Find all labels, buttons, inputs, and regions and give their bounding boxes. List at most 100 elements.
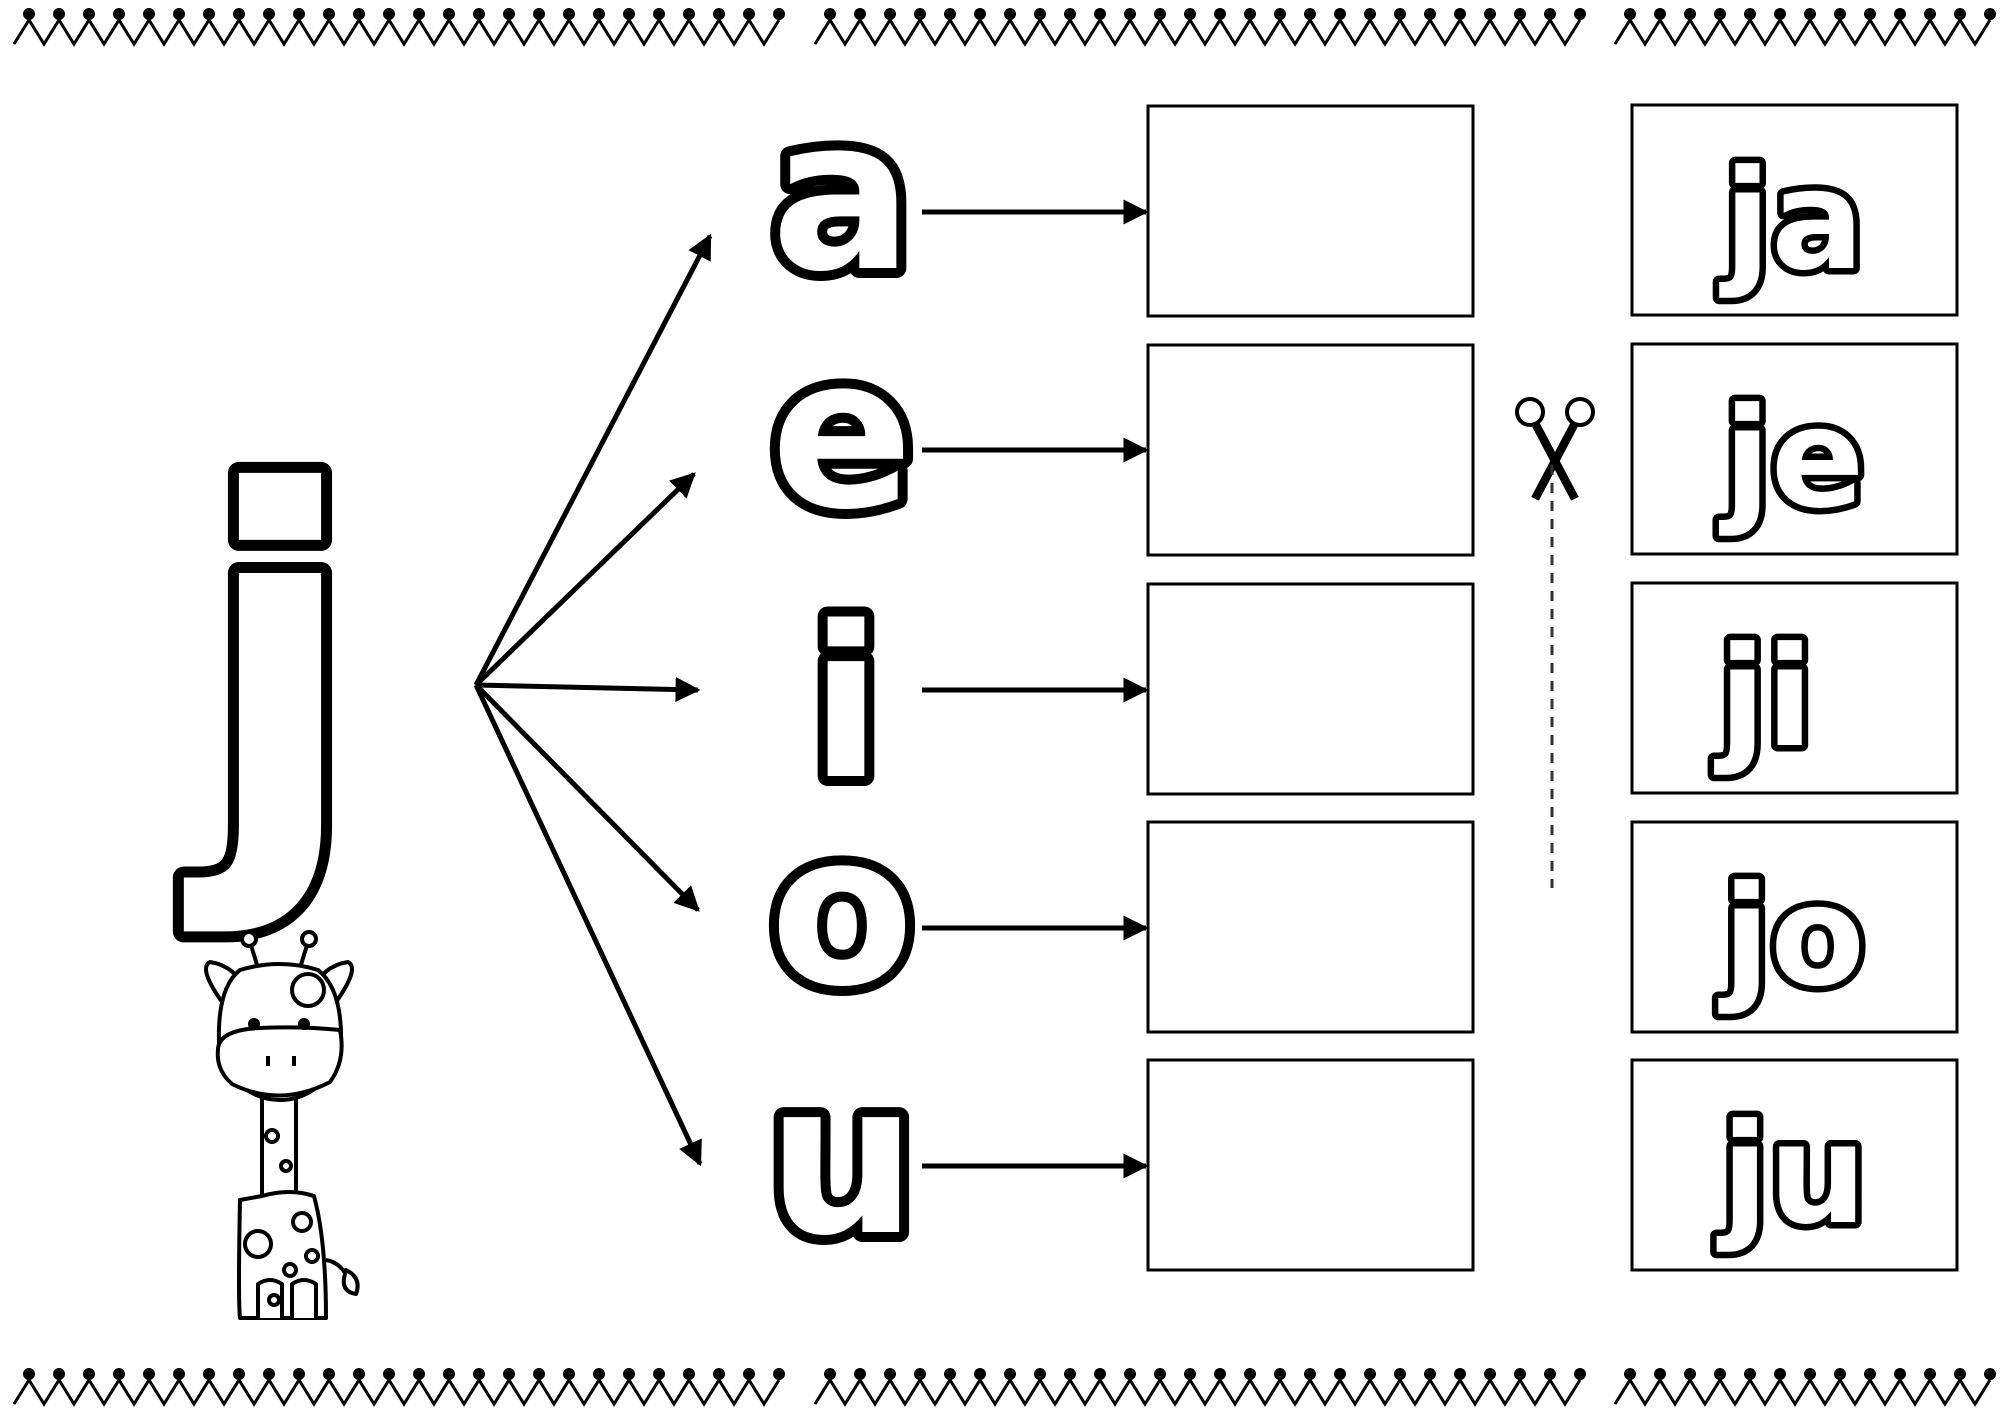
border-dot [1454,8,1466,20]
border-dot [1744,1368,1756,1380]
border-dot [1714,8,1726,20]
border-dot [23,1368,35,1380]
border-dot [914,8,926,20]
main-letter: j [177,394,360,941]
border-dot [944,1368,956,1380]
border-dot [914,1368,926,1380]
border-dot [533,1368,545,1380]
border-dot [1834,8,1846,20]
border-dot [413,8,425,20]
border-dot [1684,1368,1696,1380]
border-dot [1364,8,1376,20]
border-dot [443,1368,455,1380]
border-dot [653,8,665,20]
border-dot [1184,8,1196,20]
border-dot [1744,8,1756,20]
border-dot [1624,8,1636,20]
border-dot [1774,8,1786,20]
border-dot [113,1368,125,1380]
zigzag-line [813,17,1582,47]
fan-arrows [473,233,713,1167]
border-dot [1154,1368,1166,1380]
border-dot [1094,8,1106,20]
border-dot [974,1368,986,1380]
answer-box-a[interactable] [1146,104,1475,318]
border-dot [623,1368,635,1380]
syllable-card-ja[interactable] [1630,103,1959,317]
border-dot [1484,8,1496,20]
border-dot [1244,8,1256,20]
border-dot [773,1368,785,1380]
border-dot [1924,1368,1936,1380]
border-dot [1954,8,1966,20]
border-dot [1424,1368,1436,1380]
border-dot [293,8,305,20]
border-dot [1984,8,1996,20]
answer-box-e[interactable] [1146,343,1475,557]
border-dot [1274,1368,1286,1380]
border-dot [1574,8,1586,20]
border-dot [143,8,155,20]
vowel-u: u [767,1037,917,1282]
border-dot [203,1368,215,1380]
border-dot [1394,1368,1406,1380]
border-dot [293,1368,305,1380]
border-dot [1544,8,1556,20]
border-dot [1034,1368,1046,1380]
border-dot [1334,1368,1346,1380]
border-dot [353,8,365,20]
border-dot [1304,1368,1316,1380]
border-dot [1624,1368,1636,1380]
border-dot [1804,8,1816,20]
syllable-card-ji[interactable] [1630,581,1959,795]
border-dot [1514,8,1526,20]
border-dot [1334,8,1346,20]
syllable-jo: jo [1718,856,1865,1017]
syllable-card-je[interactable] [1630,342,1959,556]
answer-box-i[interactable] [1146,582,1475,796]
zigzag-border-top [12,8,1996,47]
border-dot [1394,8,1406,20]
border-dot [263,8,275,20]
border-dot [884,8,896,20]
zigzag-line [12,1377,781,1407]
syllable-card-ju[interactable] [1630,1058,1959,1272]
border-dot [1214,8,1226,20]
border-dot [713,1368,725,1380]
border-dot [173,1368,185,1380]
border-dot [173,8,185,20]
border-dot [1124,1368,1136,1380]
answer-box-u[interactable] [1146,1058,1475,1272]
border-dot [473,8,485,20]
border-dot [1214,1368,1226,1380]
border-dot [1654,8,1666,20]
border-dot [854,1368,866,1380]
border-dot [563,8,575,20]
border-dot [1454,1368,1466,1380]
vowel-e: e [771,311,913,556]
vowel-rows: a e i o u [757,63,927,1292]
border-dot [53,1368,65,1380]
fan-arrow-o [474,683,700,912]
border-dot [1544,1368,1556,1380]
border-dot [383,8,395,20]
syllable-cards: ja je ji jo ju [1630,103,1959,1272]
row-arrows [922,199,1149,1179]
border-dot [884,1368,896,1380]
border-dot [1864,1368,1876,1380]
syllable-card-jo[interactable] [1630,820,1959,1034]
border-dot [1124,8,1136,20]
answer-box-o[interactable] [1146,820,1475,1034]
border-dot [323,1368,335,1380]
border-dot [23,8,35,20]
border-dot [203,8,215,20]
border-dot [1984,1368,1996,1380]
border-dot [503,8,515,20]
scissors-icon [1515,397,1595,501]
border-dot [1954,1368,1966,1380]
border-dot [1064,1368,1076,1380]
border-dot [683,8,695,20]
vowel-a: a [771,73,913,318]
border-dot [1684,8,1696,20]
zigzag-line [813,1377,1582,1407]
